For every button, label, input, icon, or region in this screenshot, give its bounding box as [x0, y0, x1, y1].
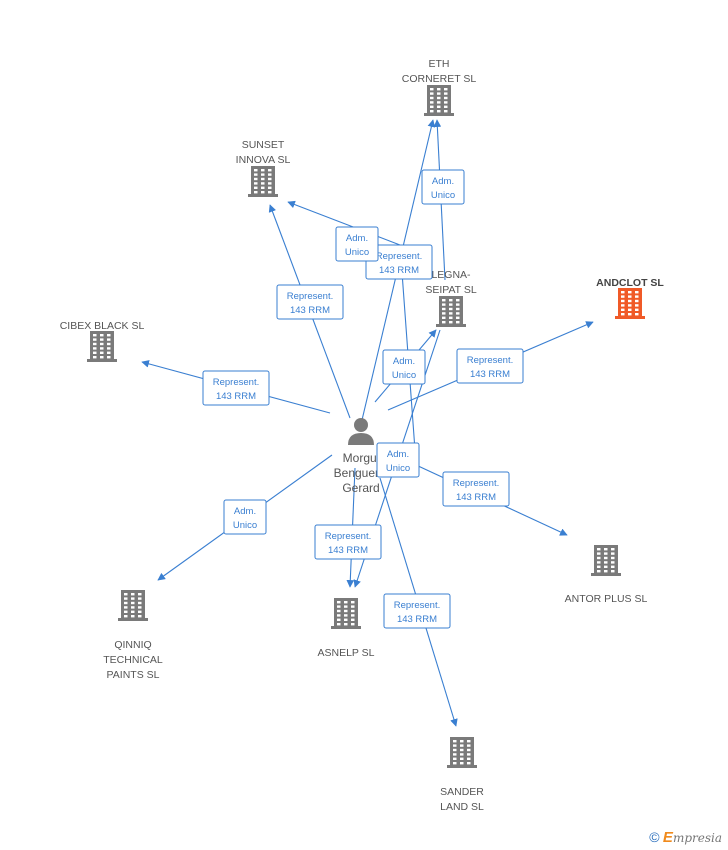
edge-label-text: Represent.: [453, 478, 499, 489]
edge-label-r2[interactable]: Represent. 143 RRM: [365, 244, 433, 280]
edge-label-r9[interactable]: Represent. 143 RRM: [314, 524, 382, 560]
building-icon-sunset[interactable]: [248, 166, 278, 197]
company-label-eth[interactable]: ETH: [429, 58, 450, 70]
building-icon-sander[interactable]: [447, 737, 477, 768]
edge-label-r1[interactable]: Adm. Unico: [421, 169, 465, 205]
edge-label-r6[interactable]: Represent. 143 RRM: [456, 348, 524, 384]
edge-label-box: [202, 370, 270, 406]
edge-label-text: 143 RRM: [470, 369, 510, 380]
edge-label-text: Unico: [233, 520, 257, 531]
edge-label-box: [376, 442, 420, 478]
edge-label-box: [421, 169, 465, 205]
edge-label-text: 143 RRM: [379, 265, 419, 276]
brand-initial: E: [662, 829, 673, 846]
company-label-antor[interactable]: ANTOR PLUS SL: [565, 593, 648, 605]
edge-label-text: Adm.: [393, 356, 415, 367]
edge-label-box: [314, 524, 382, 560]
edge-label-text: Unico: [345, 247, 369, 258]
company-label-legna[interactable]: LEGNA-: [431, 269, 471, 281]
company-label-legna[interactable]: SEIPAT SL: [425, 284, 477, 296]
nodes-layer: ETH CORNERET SL SUNSET INNOVA SL LEGNA- SEIPA…: [60, 58, 665, 813]
edge-label-box: [365, 244, 433, 280]
company-label-sander[interactable]: LAND SL: [440, 801, 484, 813]
edge-label-text: Adm.: [346, 233, 368, 244]
edge-label-box: [335, 226, 379, 262]
edge-label-text: Represent.: [287, 291, 333, 302]
edge-label-r5[interactable]: Adm. Unico: [335, 226, 379, 262]
company-label-eth[interactable]: CORNERET SL: [402, 73, 477, 85]
company-label-qinniq[interactable]: TECHNICAL: [103, 654, 163, 666]
edge-label-text: Represent.: [394, 600, 440, 611]
building-icon-cibex[interactable]: [87, 331, 117, 362]
copyright-symbol: ©: [649, 829, 660, 845]
building-icon-eth[interactable]: [424, 85, 454, 116]
edge-label-r4[interactable]: Adm. Unico: [382, 349, 426, 385]
edge-label-r12[interactable]: Represent. 143 RRM: [383, 593, 451, 629]
edge-label-text: Unico: [392, 370, 416, 381]
person-icon[interactable]: [348, 418, 374, 445]
edge-label-text: Unico: [386, 463, 410, 474]
person-name-line[interactable]: Morgui: [343, 451, 380, 465]
edge-label-text: Unico: [431, 190, 455, 201]
edge-label-text: 143 RRM: [290, 305, 330, 316]
person-name-line[interactable]: Benguerel: [334, 466, 389, 480]
edge-label-r10[interactable]: Adm. Unico: [376, 442, 420, 478]
building-icon-asnelp[interactable]: [331, 598, 361, 629]
building-icon-qinniq[interactable]: [118, 590, 148, 621]
edge-label-text: 143 RRM: [328, 545, 368, 556]
edge-label-box: [442, 471, 510, 507]
edge-label-text: 143 RRM: [456, 492, 496, 503]
building-icon-antor[interactable]: [591, 545, 621, 576]
edge-label-text: Adm.: [387, 449, 409, 460]
company-label-qinniq[interactable]: PAINTS SL: [107, 669, 160, 681]
edge-label-text: Adm.: [432, 176, 454, 187]
company-label-qinniq[interactable]: QINNIQ: [114, 639, 151, 651]
company-label-cibex[interactable]: CIBEX BLACK SL: [60, 320, 145, 332]
edge-label-box: [383, 593, 451, 629]
building-icon-legna[interactable]: [436, 296, 466, 327]
edge-label-r3[interactable]: Represent. 143 RRM: [276, 284, 344, 320]
watermark: © Empresia: [649, 829, 722, 846]
edge-label-box: [382, 349, 426, 385]
edge-label-text: Represent.: [325, 531, 371, 542]
edge-label-text: Represent.: [376, 251, 422, 262]
edge-label-text: Represent.: [213, 377, 259, 388]
company-label-sunset[interactable]: INNOVA SL: [236, 154, 291, 166]
company-label-andclot[interactable]: ANDCLOT SL: [596, 277, 664, 289]
edge-label-box: [223, 499, 267, 535]
person-name-line[interactable]: Gerard: [342, 481, 379, 495]
edge-label-text: Adm.: [234, 506, 256, 517]
company-label-asnelp[interactable]: ASNELP SL: [317, 647, 374, 659]
company-label-sander[interactable]: SANDER: [440, 786, 484, 798]
edge-label-text: Represent.: [467, 355, 513, 366]
building-icon-andclot[interactable]: [615, 288, 645, 319]
edge-label-r7[interactable]: Represent. 143 RRM: [202, 370, 270, 406]
edge-label-r8[interactable]: Represent. 143 RRM: [442, 471, 510, 507]
company-label-sunset[interactable]: SUNSET: [242, 139, 285, 151]
edge-label-box: [276, 284, 344, 320]
edge-label-box: [456, 348, 524, 384]
brand-name: mpresia: [672, 831, 722, 845]
edge-label-text: 143 RRM: [397, 614, 437, 625]
edge-label-r11[interactable]: Adm. Unico: [223, 499, 267, 535]
edge-label-text: 143 RRM: [216, 391, 256, 402]
